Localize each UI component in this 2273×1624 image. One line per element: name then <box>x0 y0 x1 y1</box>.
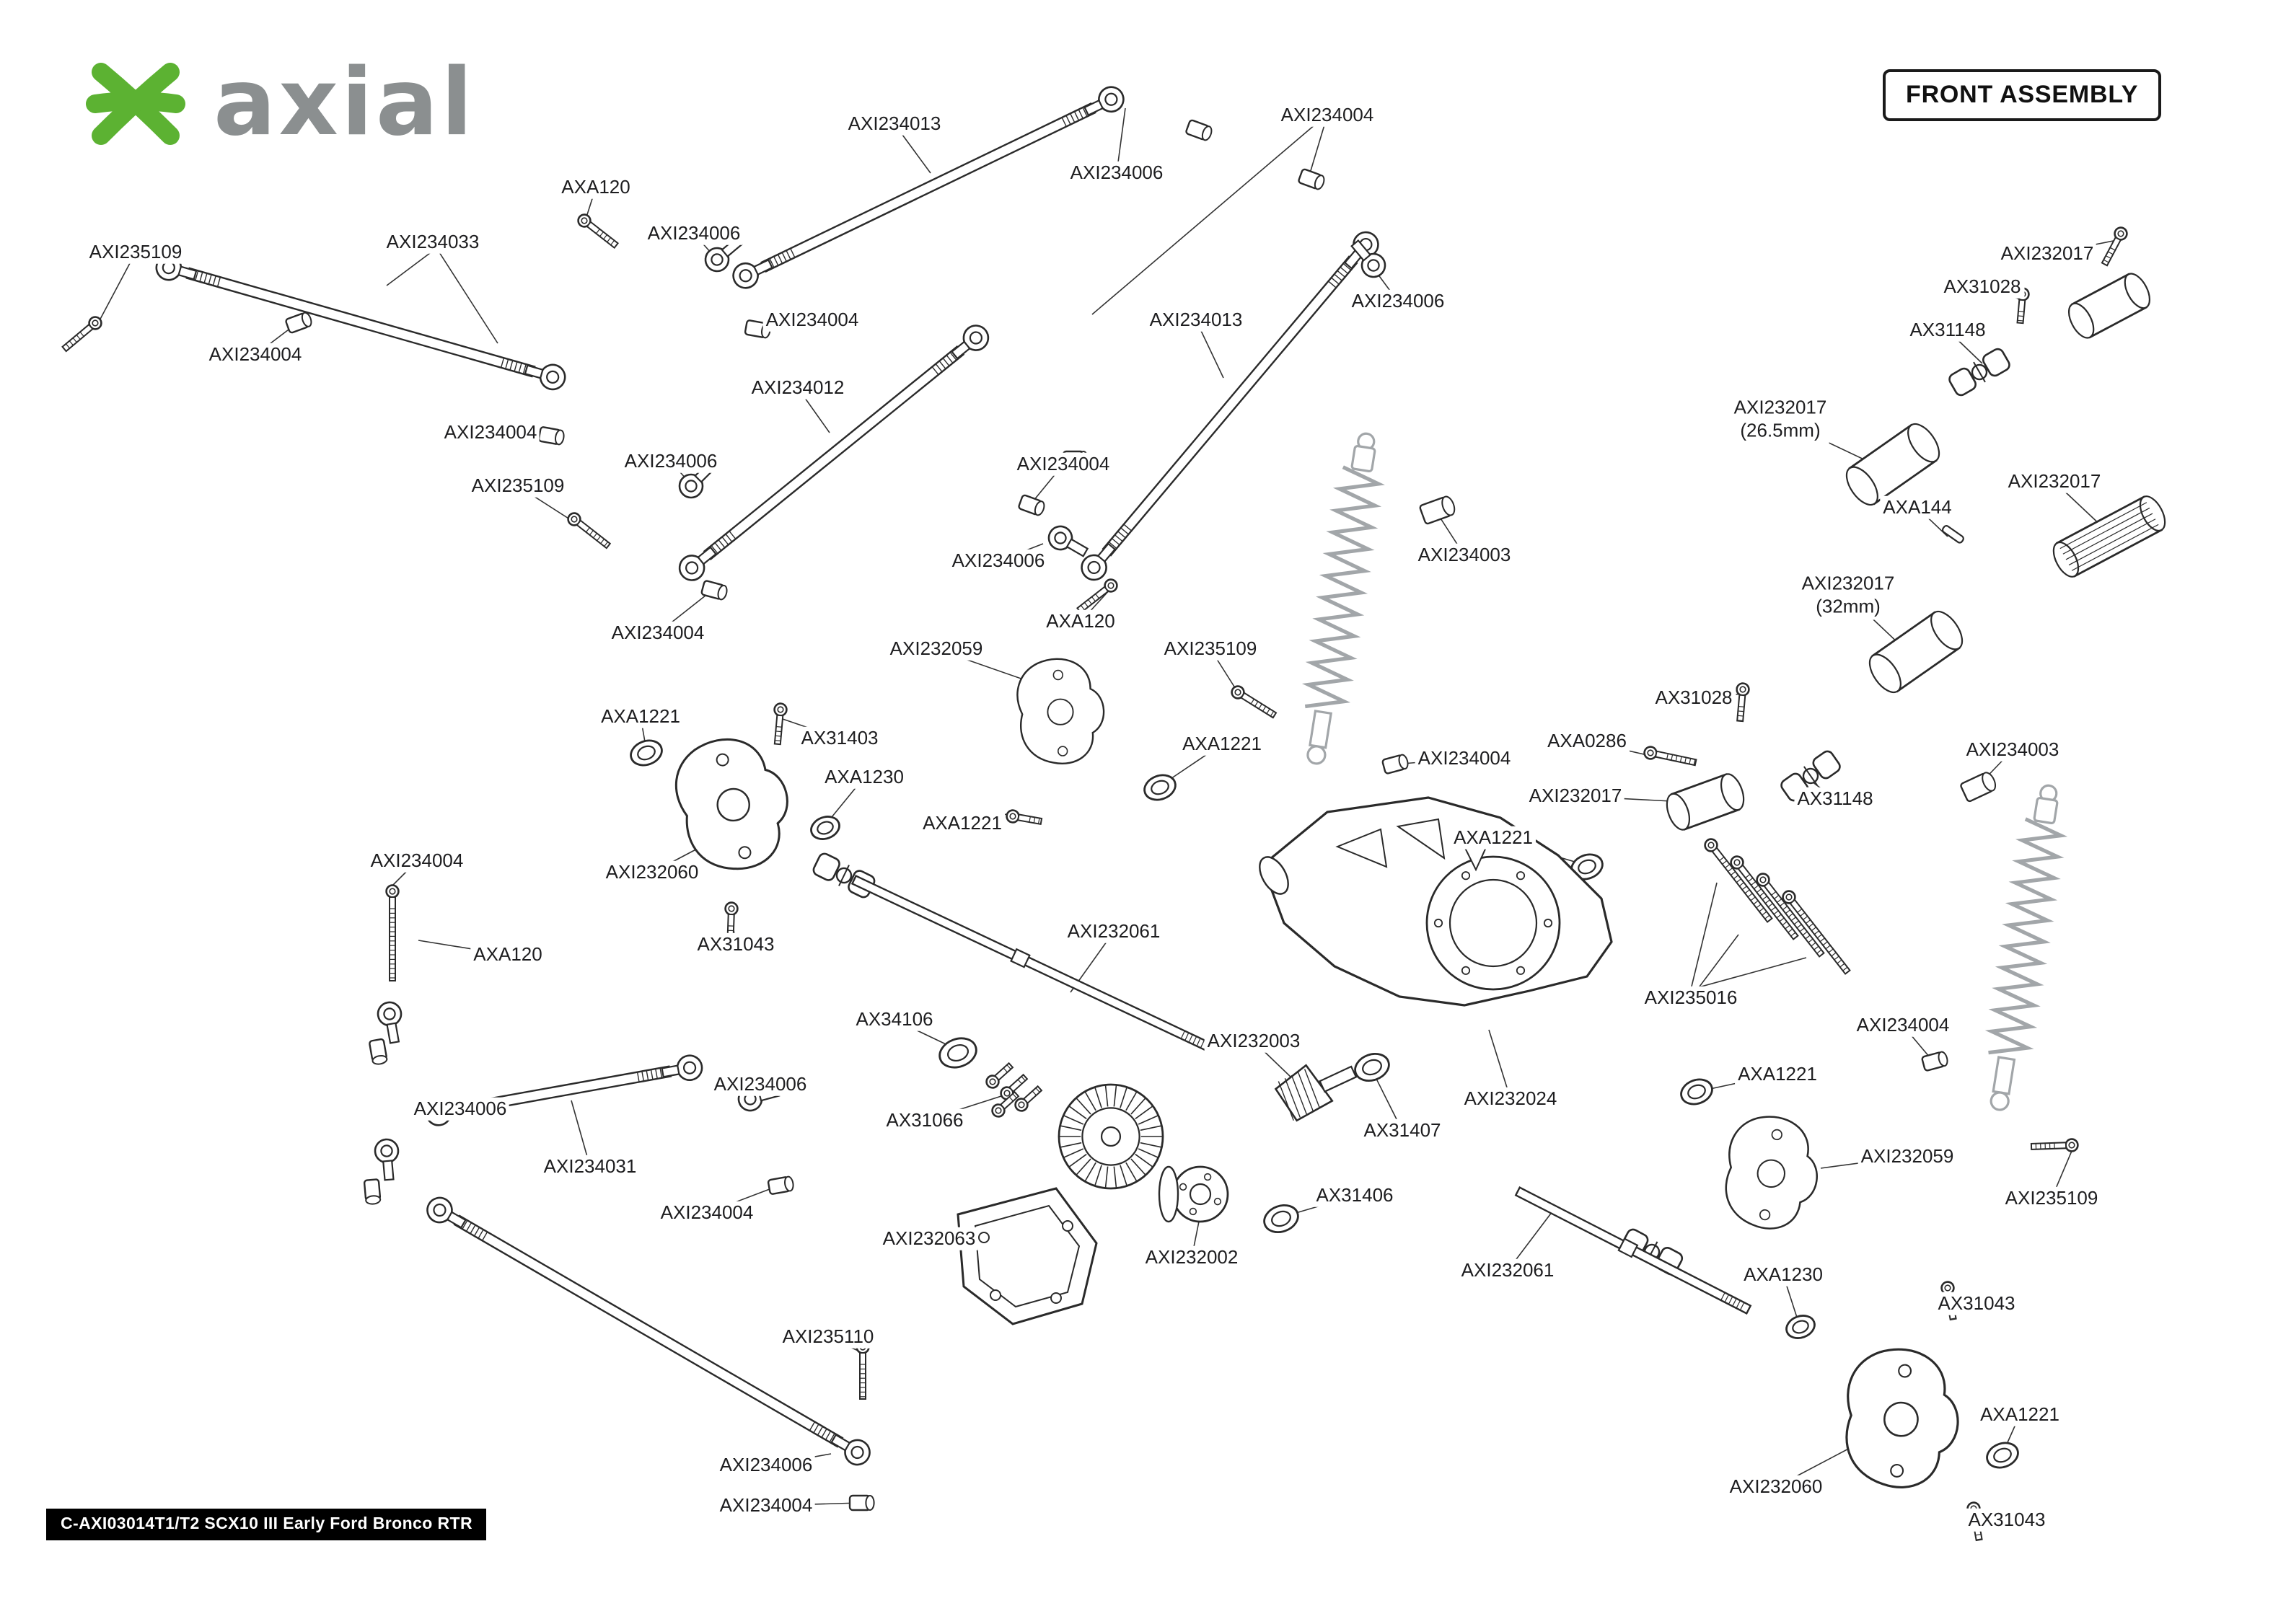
brand-wordmark: axial <box>214 58 475 150</box>
assembly-title: FRONT ASSEMBLY <box>1883 69 2161 121</box>
axial-logo: axial <box>81 49 475 159</box>
product-code-badge: C-AXI03014T1/T2 SCX10 III Early Ford Bro… <box>46 1509 487 1540</box>
axial-burst-icon <box>81 49 190 159</box>
